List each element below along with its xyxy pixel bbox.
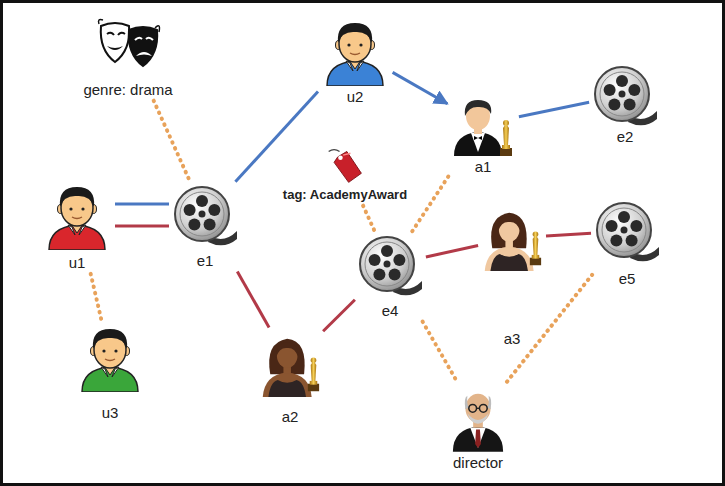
reel-drawing: [592, 64, 658, 126]
actor-icon: [450, 92, 516, 156]
movie-node: e2: [592, 64, 658, 145]
user-drawing: [75, 322, 145, 392]
director-icon: [449, 384, 507, 452]
node-label: tag: AcademyAward: [281, 186, 409, 203]
actress-node: a2: [259, 330, 321, 425]
reel-icon: [592, 64, 658, 126]
node-label: u3: [100, 404, 121, 421]
user-icon: [42, 180, 112, 250]
node-label: e5: [617, 270, 638, 287]
user-drawing: [320, 16, 390, 86]
node-label: e2: [615, 128, 636, 145]
user-drawing: [42, 180, 112, 250]
actress-icon: [259, 330, 321, 398]
node-label: a2: [280, 408, 301, 425]
relation-line: [115, 225, 169, 228]
dotted-link: [363, 206, 375, 232]
tag-node: tag: AcademyAward: [281, 146, 409, 203]
actor-drawing: [450, 92, 516, 156]
reel-icon: [357, 234, 423, 296]
node-label: e1: [195, 252, 216, 269]
relation-line: [235, 92, 318, 182]
reel-drawing: [594, 200, 660, 262]
relation-line: [237, 272, 269, 328]
relation-line: [426, 246, 478, 258]
dotted-link: [412, 177, 448, 232]
actress-icon: [481, 204, 543, 272]
tag-drawing: [325, 146, 365, 186]
node-label: a1: [473, 158, 494, 175]
user-node: u2: [320, 16, 390, 105]
dotted-link: [91, 274, 102, 319]
dotted-link: [507, 275, 592, 382]
actress-node: a3: [481, 204, 543, 347]
reel-icon: [594, 200, 660, 262]
actor-node: a1: [450, 92, 516, 175]
relation-arrow: [393, 72, 448, 103]
actress-drawing: [259, 330, 321, 398]
node-label: u1: [67, 254, 88, 271]
reel-drawing: [357, 234, 423, 296]
user-node: u3: [75, 322, 145, 421]
user-node: u1: [42, 180, 112, 271]
user-icon: [320, 16, 390, 86]
movie-node: e4: [357, 234, 423, 319]
masks-drawing: [93, 16, 163, 71]
node-label: e4: [380, 302, 401, 319]
node-label: u2: [345, 88, 366, 105]
movie-node: e1: [172, 184, 238, 269]
node-label: genre: drama: [81, 81, 174, 98]
relation-line: [323, 300, 355, 331]
masks-icon: [93, 16, 163, 71]
reel-icon: [172, 184, 238, 246]
relation-line: [519, 102, 589, 116]
movie-node: e5: [594, 200, 660, 287]
node-label: director: [451, 454, 505, 471]
director-drawing: [449, 384, 507, 452]
genre-node: genre: drama: [81, 16, 174, 98]
director-node: director: [449, 384, 507, 471]
tag-icon: [325, 146, 365, 186]
dotted-link: [154, 101, 190, 182]
user-icon: [75, 322, 145, 392]
dotted-link: [423, 322, 457, 382]
relation-line: [546, 233, 591, 236]
relation-line: [115, 203, 169, 206]
reel-drawing: [172, 184, 238, 246]
node-label: a3: [502, 330, 523, 347]
actress-drawing: [481, 204, 543, 272]
